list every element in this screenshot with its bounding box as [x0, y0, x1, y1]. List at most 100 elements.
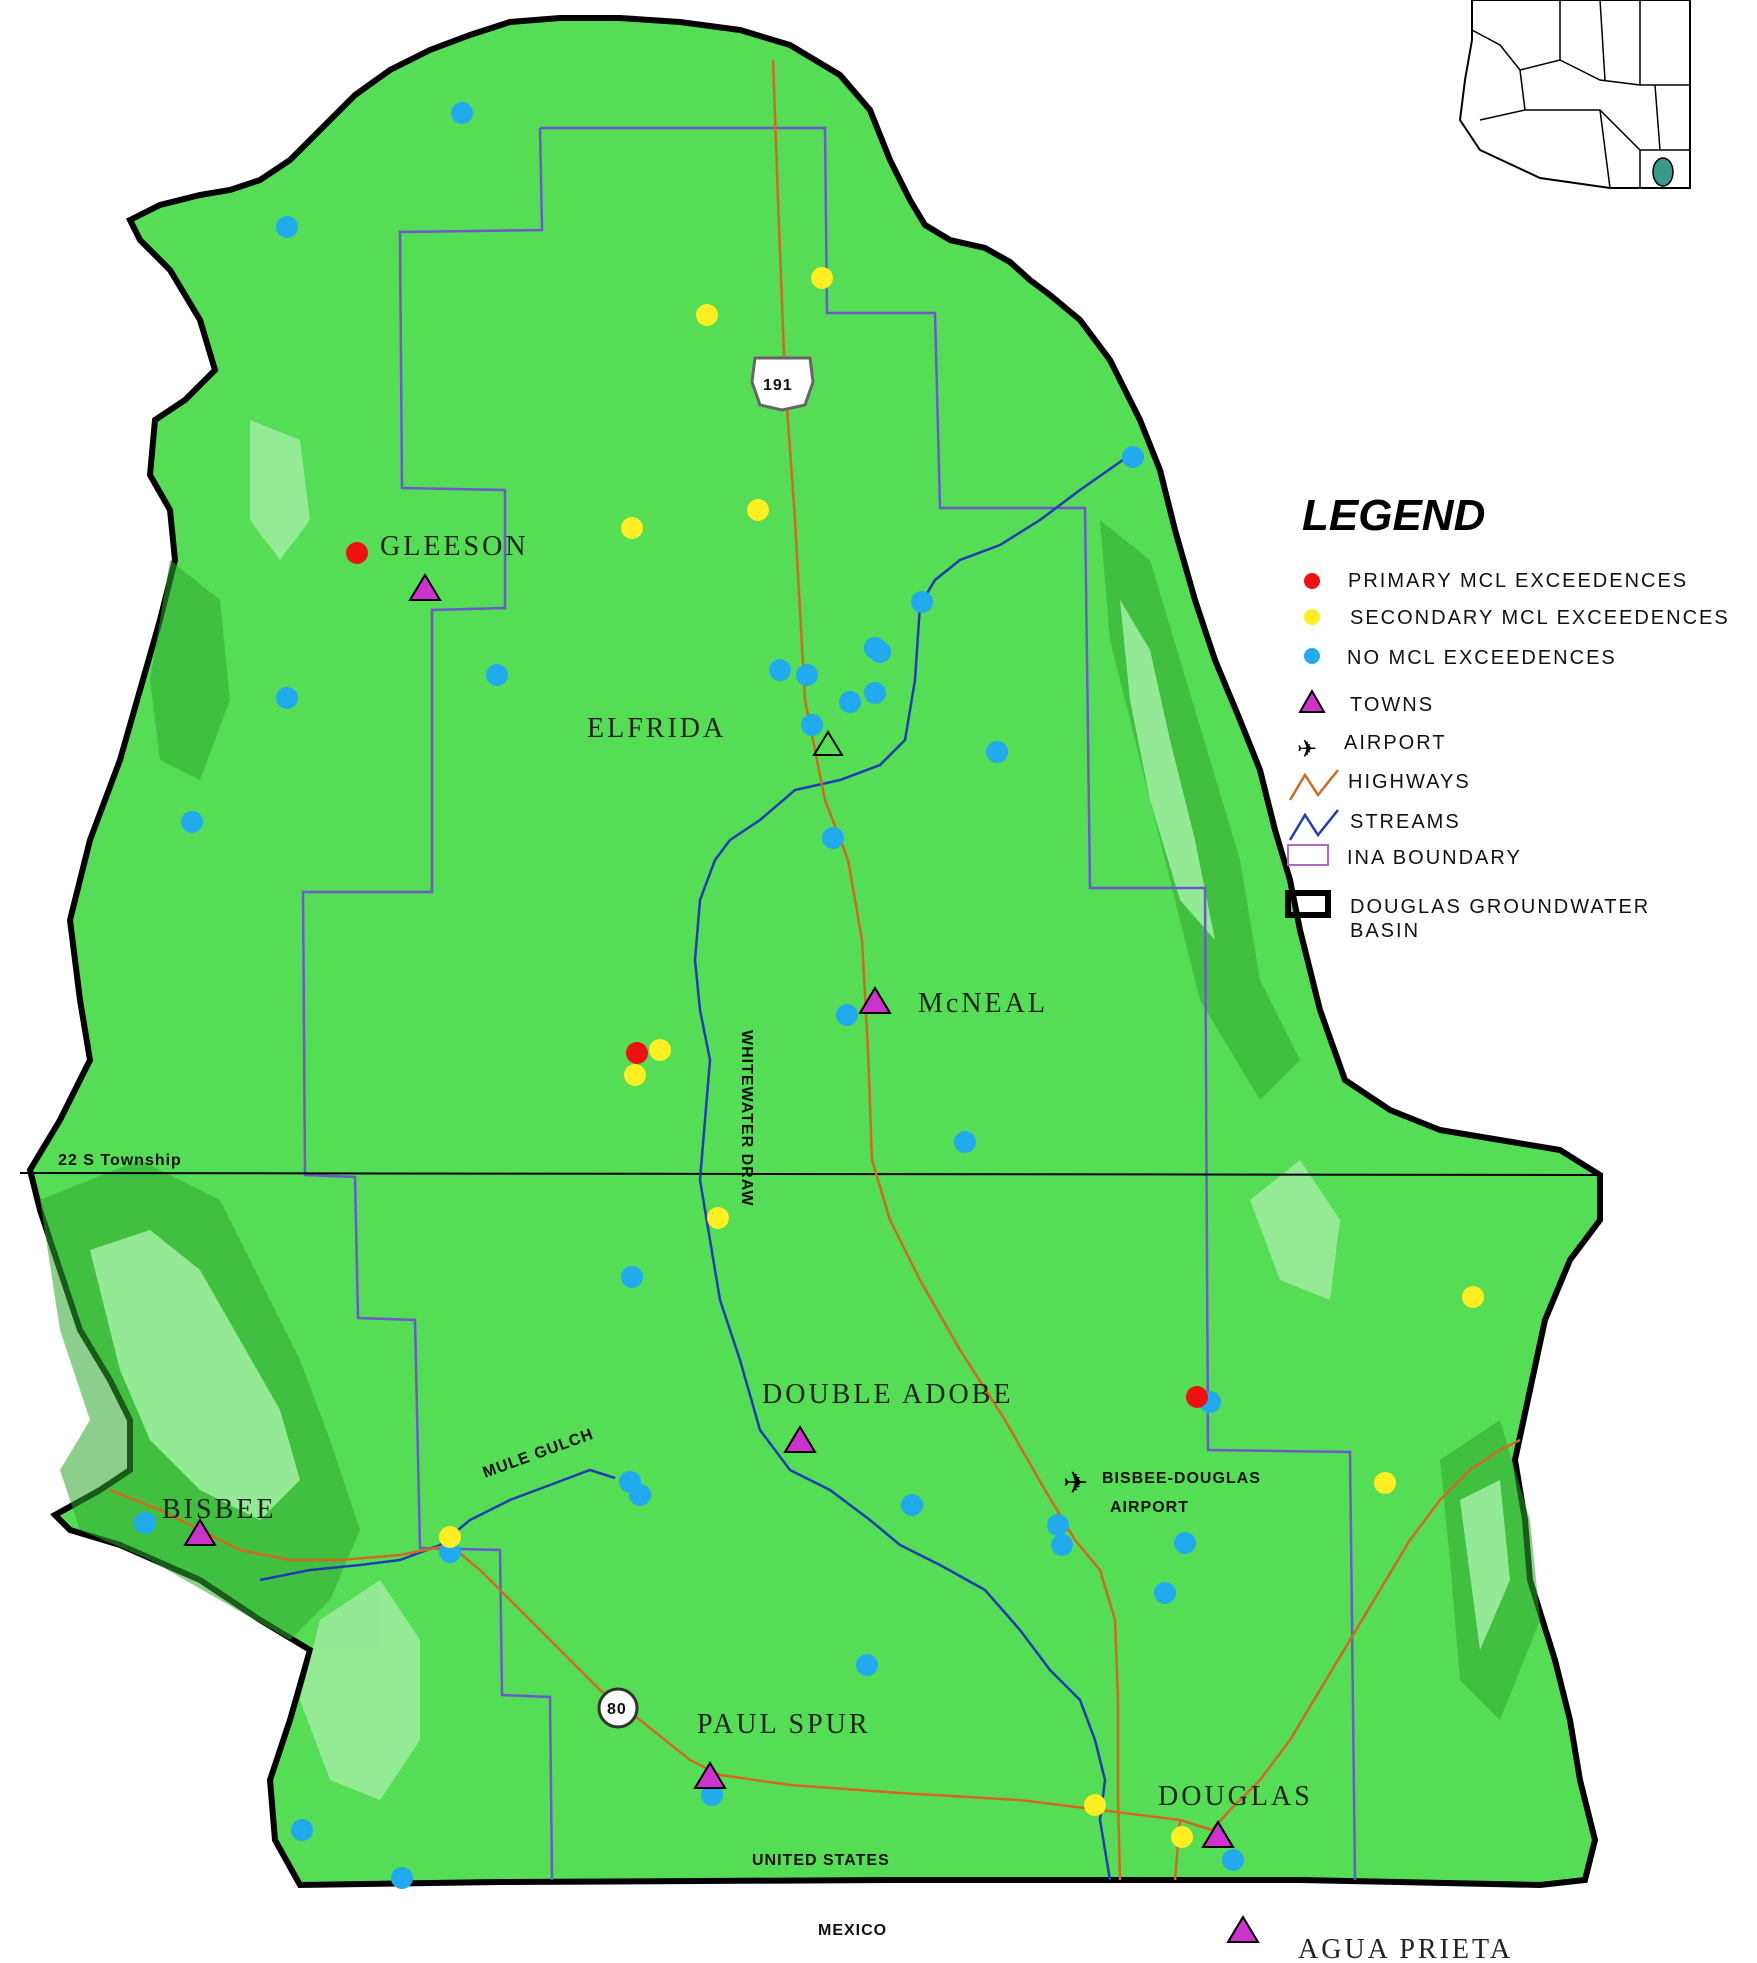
legend-no-mcl-dot — [1304, 648, 1320, 664]
legend: LEGEND PRIMARY MCL EXCEEDENCES SECONDARY… — [1285, 491, 1730, 942]
town-label-mcneal: McNEAL — [918, 988, 1048, 1019]
well-no-mcl — [954, 1131, 976, 1153]
well-no-mcl — [1051, 1534, 1073, 1556]
legend-label-ina: INA BOUNDARY — [1347, 847, 1522, 869]
border-label-us: UNITED STATES — [752, 1852, 890, 1869]
well-secondary-mcl — [621, 517, 643, 539]
town-marker-gleeson — [408, 573, 442, 601]
legend-airport-icon: ✈ — [1297, 736, 1317, 763]
well-no-mcl — [801, 714, 823, 736]
town-label-elfrida: ELFRIDA — [587, 713, 726, 744]
well-secondary-mcl — [747, 499, 769, 521]
well-secondary-mcl — [1374, 1472, 1396, 1494]
svg-text:80: 80 — [607, 1701, 627, 1718]
legend-label-airport: AIRPORT — [1344, 732, 1447, 754]
wells-layer — [134, 102, 1484, 1889]
legend-secondary-dot — [1304, 609, 1320, 625]
town-marker-douglas — [1201, 1820, 1235, 1848]
well-primary-mcl — [346, 542, 368, 564]
legend-label-basin-2: BASIN — [1350, 920, 1420, 942]
highway-80-shield: 80 — [597, 1687, 639, 1729]
well-no-mcl — [1122, 446, 1144, 468]
town-marker-agua-prieta — [1226, 1915, 1260, 1943]
whitewater-draw-stream — [693, 453, 1131, 1881]
whitewater-draw-label: WHITEWATER DRAW — [738, 1030, 755, 1206]
basin-locator — [1652, 157, 1674, 187]
border-label-mexico: MEXICO — [818, 1922, 887, 1939]
legend-stream-line — [1288, 809, 1339, 841]
ina-boundary — [301, 126, 1357, 1881]
well-no-mcl — [1174, 1532, 1196, 1554]
well-secondary-mcl — [439, 1526, 461, 1548]
well-no-mcl — [839, 691, 861, 713]
svg-text:AIRPORT: AIRPORT — [1110, 1499, 1189, 1516]
towns-layer: GLEESON ELFRIDA McNEAL DOUBLE ADOBE BISB… — [162, 531, 1513, 1963]
svg-text:BISBEE-DOUGLAS: BISBEE-DOUGLAS — [1102, 1470, 1261, 1487]
legend-label-secondary: SECONDARY MCL EXCEEDENCES — [1350, 607, 1730, 629]
township-line — [19, 1172, 1601, 1176]
well-secondary-mcl — [1171, 1826, 1193, 1848]
town-marker-double-adobe — [783, 1425, 817, 1453]
legend-label-basin: DOUGLAS GROUNDWATER — [1350, 896, 1650, 918]
well-secondary-mcl — [624, 1064, 646, 1086]
well-no-mcl — [701, 1784, 723, 1806]
well-no-mcl — [629, 1484, 651, 1506]
legend-label-no-mcl: NO MCL EXCEEDENCES — [1347, 647, 1617, 669]
legend-ina-box — [1287, 844, 1329, 866]
arizona-inset-map — [1458, 0, 1691, 189]
well-secondary-mcl — [1462, 1286, 1484, 1308]
town-marker-mcneal — [858, 986, 892, 1014]
legend-highway-line — [1288, 769, 1339, 801]
well-no-mcl — [796, 664, 818, 686]
well-no-mcl — [869, 641, 891, 663]
legend-label-primary: PRIMARY MCL EXCEEDENCES — [1348, 570, 1688, 592]
well-secondary-mcl — [649, 1039, 671, 1061]
well-primary-mcl — [1186, 1386, 1208, 1408]
well-primary-mcl — [626, 1042, 648, 1064]
town-marker-elfrida — [812, 730, 844, 756]
well-no-mcl — [276, 216, 298, 238]
well-no-mcl — [181, 811, 203, 833]
legend-primary-dot — [1304, 573, 1320, 589]
well-no-mcl — [451, 102, 473, 124]
svg-text:191: 191 — [763, 377, 793, 394]
terrain-shading — [40, 420, 1540, 1800]
legend-basin-box — [1285, 890, 1331, 918]
well-no-mcl — [901, 1494, 923, 1516]
well-secondary-mcl — [707, 1207, 729, 1229]
well-no-mcl — [291, 1819, 313, 1841]
highway-191-shield: 191 — [750, 356, 815, 412]
legend-town-triangle — [1298, 688, 1326, 713]
well-no-mcl — [391, 1867, 413, 1889]
well-no-mcl — [486, 664, 508, 686]
well-no-mcl — [822, 827, 844, 849]
legend-label-highways: HIGHWAYS — [1348, 771, 1471, 793]
well-no-mcl — [836, 1004, 858, 1026]
legend-title: LEGEND — [1302, 491, 1485, 540]
highway-191 — [771, 59, 1122, 1881]
well-secondary-mcl — [811, 267, 833, 289]
well-no-mcl — [769, 659, 791, 681]
well-secondary-mcl — [696, 304, 718, 326]
township-label: 22 S Township — [58, 1152, 182, 1169]
legend-label-streams: STREAMS — [1350, 811, 1461, 833]
airplane-icon: ✈ — [1063, 1467, 1088, 1500]
town-label-gleeson: GLEESON — [380, 531, 529, 562]
well-no-mcl — [276, 687, 298, 709]
well-no-mcl — [1047, 1514, 1069, 1536]
well-no-mcl — [986, 741, 1008, 763]
town-label-bisbee: BISBEE — [162, 1494, 276, 1525]
airport-marker: ✈ BISBEE-DOUGLAS AIRPORT — [1063, 1467, 1261, 1516]
well-secondary-mcl — [1084, 1794, 1106, 1816]
town-label-agua-prieta: AGUA PRIETA — [1298, 1934, 1513, 1963]
well-no-mcl — [911, 591, 933, 613]
well-no-mcl — [1222, 1849, 1244, 1871]
town-marker-bisbee — [183, 1518, 217, 1546]
town-label-double-adobe: DOUBLE ADOBE — [762, 1379, 1013, 1410]
legend-label-towns: TOWNS — [1350, 694, 1434, 716]
well-no-mcl — [864, 682, 886, 704]
town-label-paul-spur: PAUL SPUR — [697, 1709, 871, 1740]
well-no-mcl — [856, 1654, 878, 1676]
well-no-mcl — [621, 1266, 643, 1288]
